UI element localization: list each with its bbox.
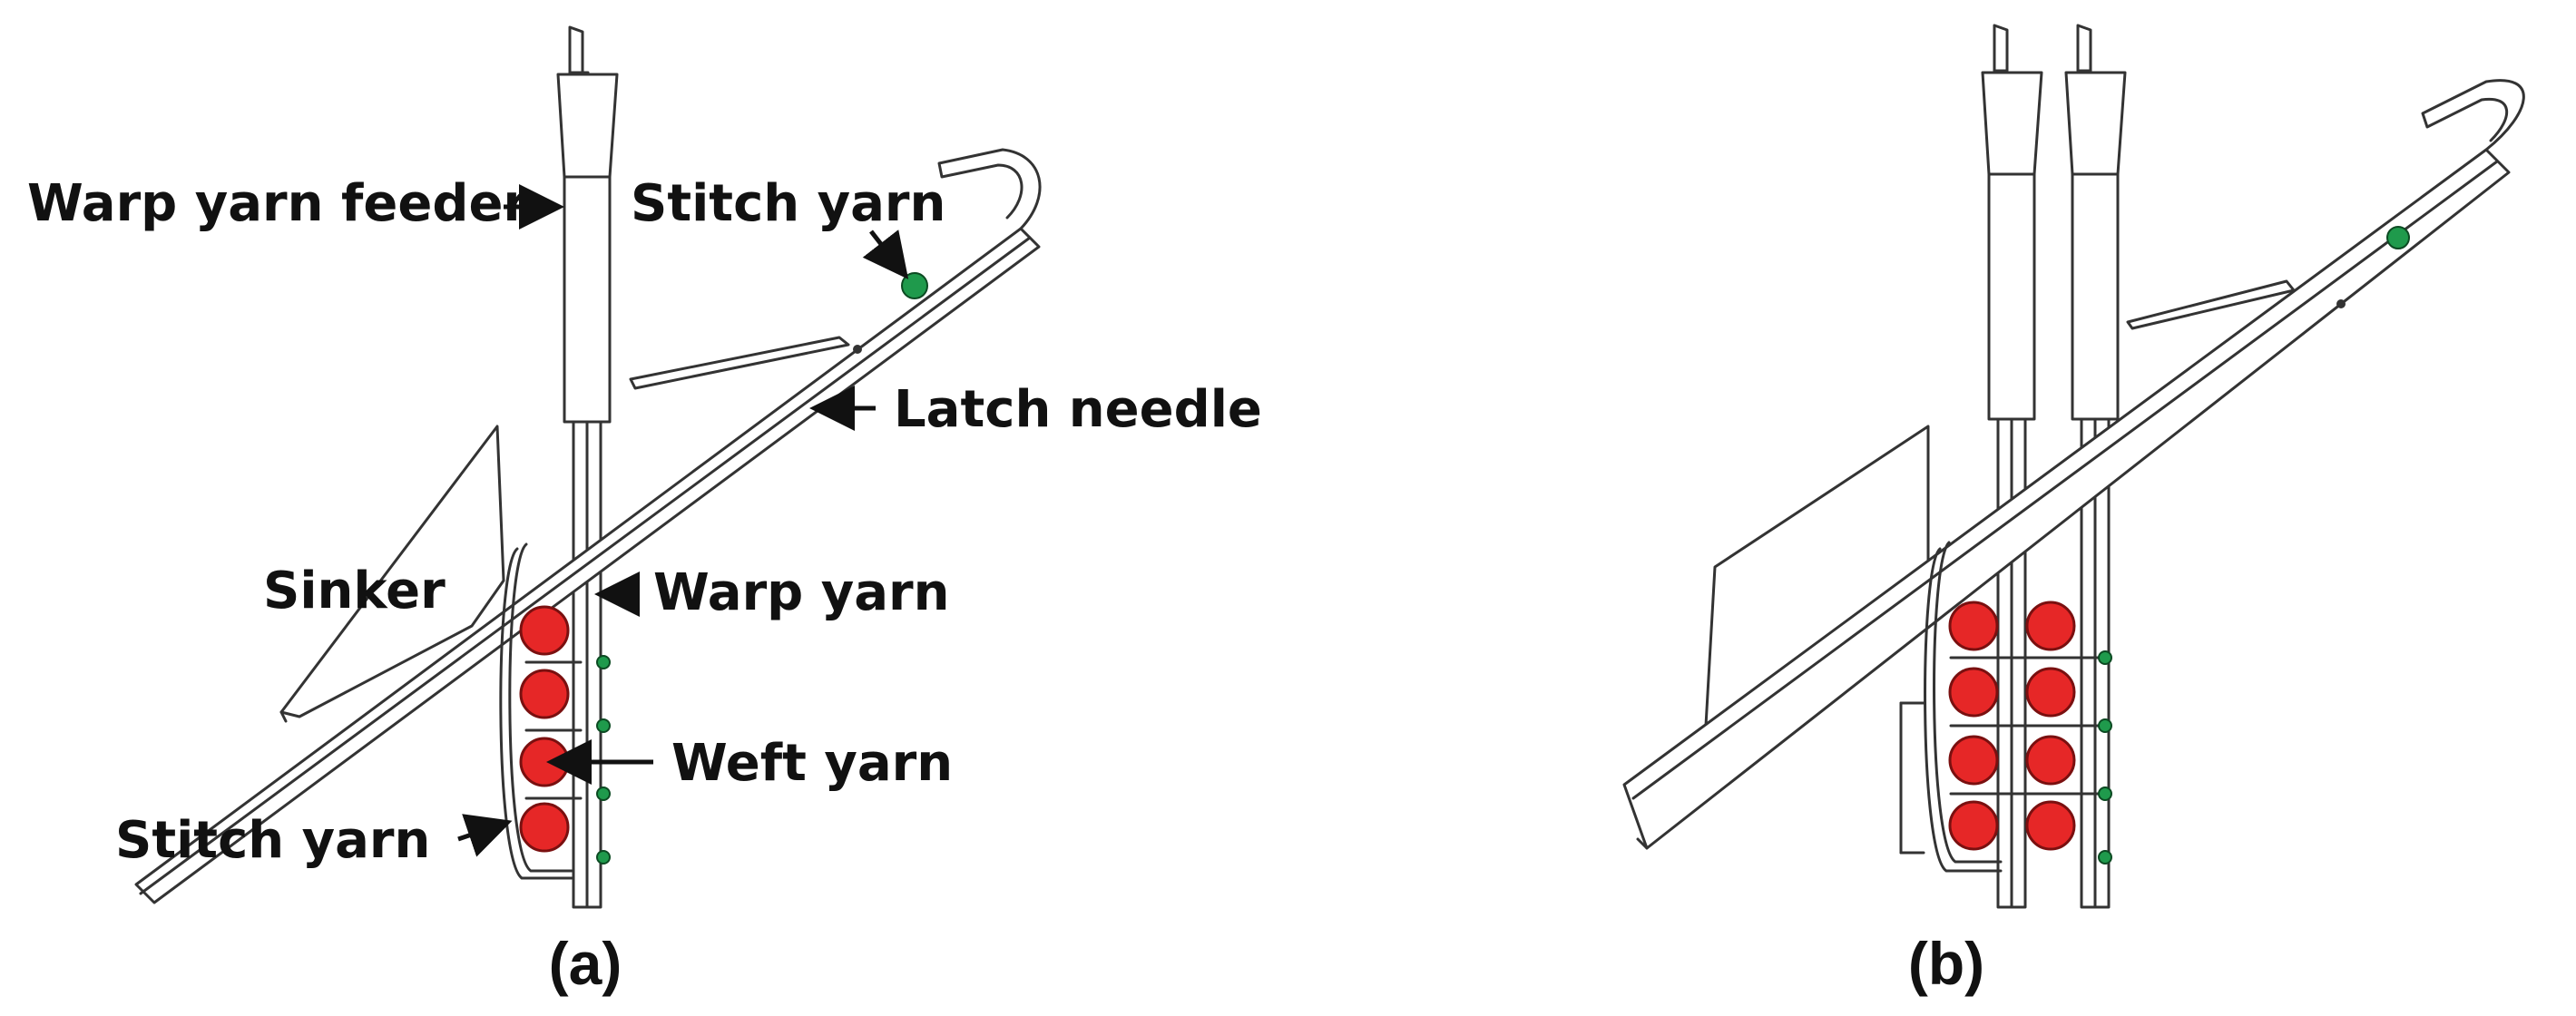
stitch-loops-a	[499, 542, 583, 880]
weft-yarn-ball	[1948, 735, 1999, 786]
stitch-loops-b	[1899, 541, 2107, 873]
warp-yarn-feeder-a	[556, 25, 619, 909]
weft-yarn-ball	[1948, 667, 1999, 718]
label-warp-yarn: Warp yarn	[653, 563, 950, 622]
weft-yarn-ball	[2025, 601, 2076, 651]
weft-yarns-b	[1948, 601, 2076, 851]
stitch-yarn-dots-b	[2098, 226, 2410, 865]
label-sinker: Sinker	[263, 562, 446, 620]
caption-b: (b)	[1908, 930, 1984, 997]
label-warp-yarn-feeder: Warp yarn feeder	[27, 174, 528, 233]
sinker-plate-a	[279, 425, 505, 723]
latch-needle-b	[1622, 79, 2525, 850]
label-stitch-yarn-bottom: Stitch yarn	[115, 811, 430, 870]
panel-b: (b)	[1622, 24, 2525, 997]
weft-yarn-ball	[2025, 735, 2076, 786]
warp-yarn-feeder-b-left	[1981, 24, 2043, 909]
weft-yarn-ball	[1948, 800, 1999, 851]
weft-yarn-ball	[1948, 601, 1999, 651]
weft-yarn-ball	[2025, 800, 2076, 851]
label-latch-needle: Latch needle	[894, 380, 1262, 439]
panel-a: Warp yarn feeder Stitch yarn Latch needl…	[27, 25, 1262, 997]
weft-yarn-ball	[519, 669, 570, 719]
caption-a: (a)	[549, 930, 622, 997]
stitch-yarn-dots-a	[596, 272, 928, 865]
label-weft-yarn: Weft yarn	[671, 734, 953, 793]
weft-yarn-ball	[519, 605, 570, 656]
label-stitch-yarn-top: Stitch yarn	[631, 174, 945, 233]
weft-yarn-ball	[519, 802, 570, 853]
weft-yarn-ball	[2025, 667, 2076, 718]
